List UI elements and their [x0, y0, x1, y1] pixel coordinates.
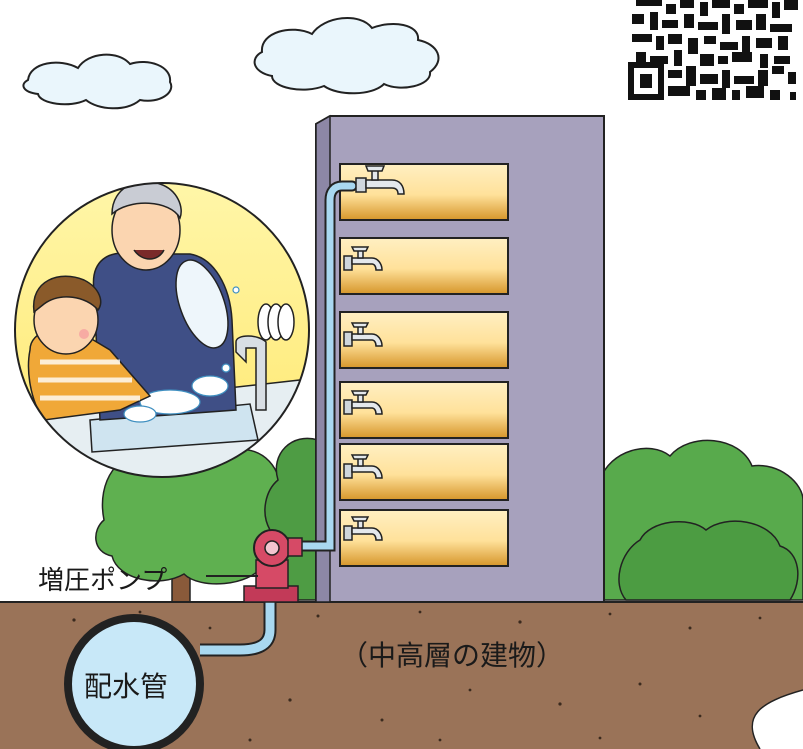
kitchen-scene: [14, 182, 310, 478]
cloud-middle: [253, 16, 440, 95]
faucet-icon: [343, 454, 383, 479]
building-label: （中高層の建物）: [340, 639, 565, 672]
floor-6-window: [339, 163, 509, 221]
floor-1-window: [339, 509, 509, 567]
booster-pump-label: 増圧ポンプ: [38, 566, 168, 596]
faucet-icon: [343, 516, 383, 541]
water-pipe: [200, 180, 358, 657]
faucet-icon: [343, 246, 383, 271]
cloud-left: [22, 53, 173, 110]
distribution-main-label: 配水管: [84, 670, 169, 703]
qr-code-icon: [628, 0, 803, 100]
distribution-main: [64, 614, 204, 749]
faucet-icon: [343, 322, 383, 347]
faucet-icon: [343, 390, 383, 415]
booster-pump: [243, 529, 303, 603]
faucet-icon: [355, 165, 405, 195]
bush-right: [599, 439, 803, 601]
